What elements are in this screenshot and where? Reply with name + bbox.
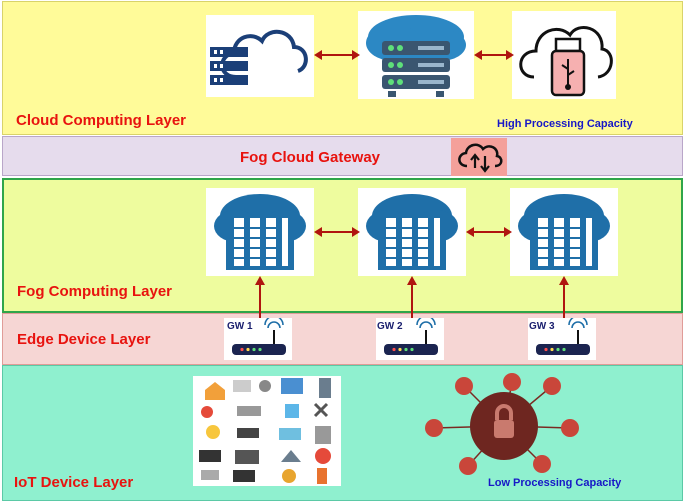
edge-layer-label: Edge Device Layer [17, 331, 151, 348]
gateway-1-label: GW 1 [227, 321, 253, 332]
fog-node-icon [206, 188, 314, 276]
fog-node-icon [358, 188, 466, 276]
iot-security-hub-icon [424, 368, 584, 478]
cloud-server-icon [206, 15, 314, 97]
router-icon [384, 318, 438, 355]
fog-layer-label: Fog Computing Layer [17, 283, 172, 300]
fog-node-icon [510, 188, 618, 276]
server-stack-icon [358, 11, 474, 99]
router-icon [232, 318, 286, 355]
cloud-layer-label: Cloud Computing Layer [16, 112, 186, 129]
low-capacity-label: Low Processing Capacity [488, 477, 622, 489]
high-capacity-label: High Processing Capacity [497, 118, 633, 130]
double-arrow-icon [466, 227, 512, 237]
router-icon [536, 318, 590, 355]
double-arrow-icon [314, 227, 360, 237]
cloud-sync-icon [451, 138, 507, 176]
gateway-2-label: GW 2 [377, 321, 403, 332]
gateway-3-label: GW 3 [529, 321, 555, 332]
smart-home-devices-icon [193, 376, 341, 486]
up-arrow-icon [255, 276, 265, 320]
gateway-3-router: GW 3 [528, 318, 596, 360]
gateway-label: Fog Cloud Gateway [240, 149, 381, 166]
up-arrow-icon [407, 276, 417, 320]
iot-layer-label: IoT Device Layer [14, 474, 134, 491]
double-arrow-icon [474, 50, 514, 60]
up-arrow-icon [559, 276, 569, 320]
fog-cloud-gateway-band [2, 136, 683, 176]
gateway-1-router: GW 1 [224, 318, 292, 360]
double-arrow-icon [314, 50, 360, 60]
cloud-usb-icon [512, 11, 616, 99]
gateway-2-router: GW 2 [376, 318, 444, 360]
